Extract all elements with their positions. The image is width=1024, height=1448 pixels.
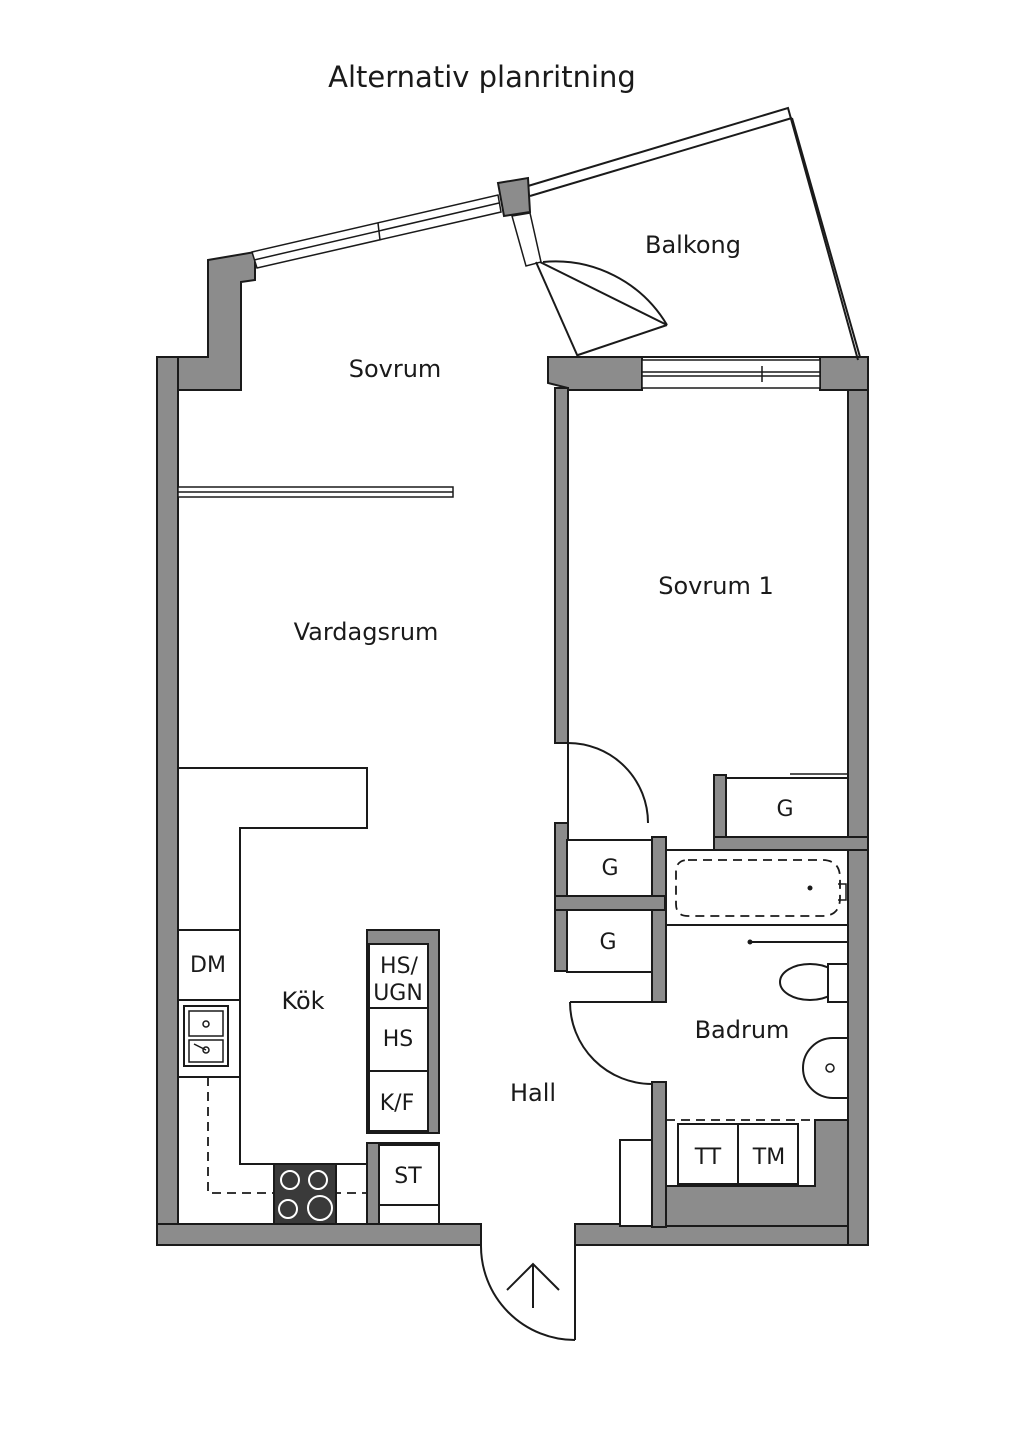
- sliding-partition-sovrum: [177, 486, 454, 498]
- room-label-kok: Kök: [281, 987, 324, 1015]
- room-label-balkong: Balkong: [645, 231, 741, 259]
- door-badrum: [569, 1001, 653, 1085]
- sink-icon: [183, 1005, 229, 1067]
- storage-cabinet: [366, 1142, 440, 1225]
- window-pillar-glass: [511, 212, 542, 267]
- plan-title: Alternativ planritning: [328, 60, 636, 94]
- room-label-sovrum: Sovrum: [349, 355, 442, 383]
- label-g-hall-upper: G: [601, 856, 618, 881]
- toilet-icon: [779, 963, 849, 1003]
- window-sovrum1: [641, 359, 821, 389]
- window-top-left: [251, 194, 502, 269]
- hall-stub: [619, 1139, 653, 1227]
- label-kf: K/F: [380, 1091, 415, 1116]
- balcony-door: [539, 260, 668, 356]
- hall-closets: [566, 839, 653, 973]
- bathtub-icon: [665, 849, 849, 926]
- kitchen-dashed-line: [207, 1077, 367, 1194]
- shower-rail: [747, 939, 848, 945]
- room-label-sovrum1: Sovrum 1: [658, 572, 773, 600]
- label-tt: TT: [694, 1145, 722, 1170]
- washbasin-icon: [802, 1037, 849, 1099]
- label-st: ST: [394, 1164, 422, 1189]
- room-label-badrum: Badrum: [695, 1016, 790, 1044]
- entrance-door: [479, 1244, 576, 1341]
- label-tm: TM: [752, 1145, 785, 1170]
- label-hs: HS: [383, 1027, 414, 1052]
- label-hs-ugn-line1: HS/: [380, 954, 419, 979]
- tall-cabinets: [366, 929, 440, 1134]
- door-sovrum1: [567, 742, 649, 824]
- label-g-hall-lower: G: [599, 930, 616, 955]
- balcony-outline: [527, 106, 862, 361]
- room-label-hall: Hall: [510, 1079, 556, 1107]
- washer-dryer: [666, 1119, 815, 1185]
- kitchen-counter-outline: [178, 767, 368, 1224]
- label-hs-ugn-line2: UGN: [373, 981, 423, 1006]
- label-dm: DM: [190, 953, 226, 978]
- stove-icon: [273, 1163, 337, 1225]
- wardrobe-sovrum1: [725, 773, 849, 838]
- room-label-vardagsrum: Vardagsrum: [294, 618, 439, 646]
- label-g-bedroom-wardrobe: G: [776, 797, 793, 822]
- interior-walls: [554, 387, 869, 1228]
